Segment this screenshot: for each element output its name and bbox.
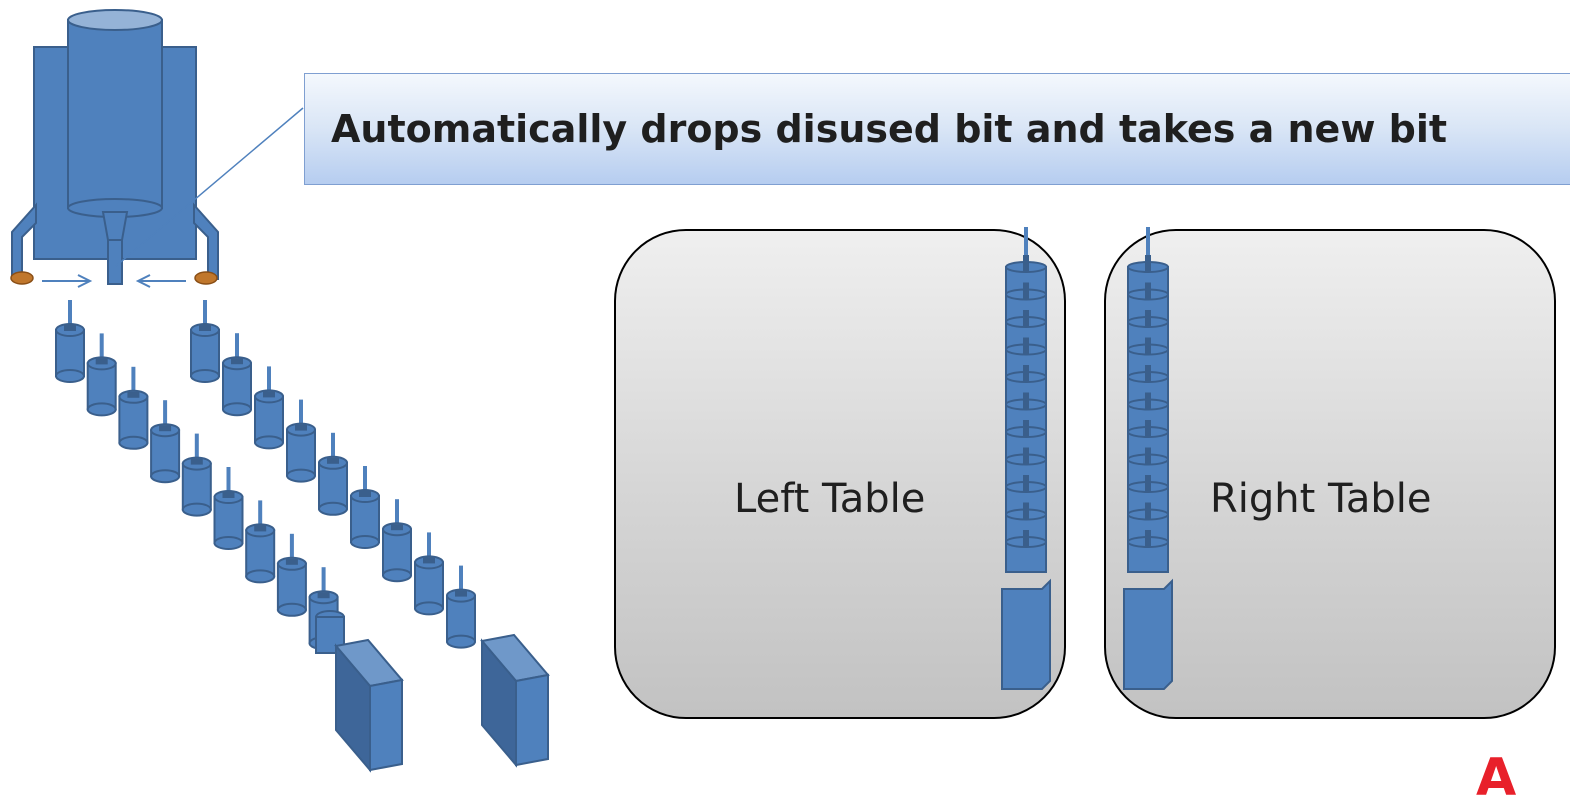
spindle-cylinder [67,19,163,209]
bit-collar [263,391,275,398]
bit-body-base [254,435,284,450]
bit-collar [190,458,203,465]
bit-body-base [150,469,181,484]
bit-body [213,496,244,544]
spindle-machine [10,9,219,288]
spindle-cylinder-top [67,9,163,31]
callout-box: Automatically drops disused bit and take… [304,73,1570,185]
bit-shank [163,400,168,427]
bit-collar [222,492,235,498]
bit-body-base [86,402,117,417]
right-gripper-arm [193,202,219,280]
bit-body-base [382,568,412,583]
bit-body-base [222,402,252,417]
bit-shank [235,333,239,360]
bit-rack-right [190,300,550,768]
bit-body-base [446,634,476,649]
rack-end-block-front [369,678,403,772]
bit-collar [159,425,172,432]
bit-body [222,362,252,411]
bit-collar [64,325,76,331]
left-gripper-arm [11,202,37,280]
bit-collar [327,457,339,464]
bit-shank [226,467,231,493]
bit-body-base [213,536,244,550]
tool-changer-diagram [10,9,550,773]
bit-collar [127,391,140,398]
bit-shank [459,565,463,592]
bit-body-base [55,369,85,383]
right-gripper-pad [194,271,218,285]
bit-shank [258,500,263,527]
bit-collar [359,491,371,497]
bit-shank [395,499,399,526]
bit-shank [331,432,335,459]
left-table-label: Left Table [734,476,926,522]
bit-body-base [286,468,316,483]
right-table: Right Table [1104,229,1556,719]
left-table: Left Table [614,229,1066,719]
callout-leader-line [115,107,304,267]
bit-body [86,362,117,411]
bit-collar [455,590,467,597]
left-gripper-pad [10,271,34,285]
bit-racks [55,300,550,773]
bit-shank [427,532,431,559]
bit-body-base [190,369,220,383]
bit-shank [363,466,367,492]
bit-shank [321,567,326,594]
bit-body-base [350,535,380,549]
bit-body-base [118,435,149,450]
bit-body-base [414,601,444,616]
leader-line [115,107,304,267]
bit-shank [299,399,303,426]
bit-rack-left [55,300,404,773]
bit-collar [317,592,330,599]
bit-body-base [245,569,276,584]
bit-collar [391,524,403,531]
bit-collar [254,525,267,532]
bit-body [254,395,284,444]
spindle-nozzle [101,211,129,241]
bit-body-base [276,602,307,617]
bit-shank [267,366,271,393]
bit-shank [131,366,136,393]
bit-body [446,594,476,643]
callout-text: Automatically drops disused bit and take… [331,107,1448,151]
right-table-label: Right Table [1210,476,1432,522]
spindle-collet [107,239,123,285]
bit-shank [203,300,207,326]
rack-end-block-front [515,673,549,767]
bit-collar [199,325,211,331]
bit-shank [194,433,199,460]
bit-collar [231,358,243,365]
bit-body-base [181,502,212,517]
grip-arrow-right-head [77,274,93,288]
bit-collar [95,358,108,365]
bit-collar [423,557,435,564]
bit-collar [285,558,298,565]
bit-body-base [318,501,348,516]
bit-shank [289,533,294,560]
bit-shank [68,300,72,326]
bit-collar [295,424,307,431]
bit-shank [99,333,104,360]
grip-arrow-left-head [135,274,151,288]
brand-logo: A [1476,748,1517,808]
